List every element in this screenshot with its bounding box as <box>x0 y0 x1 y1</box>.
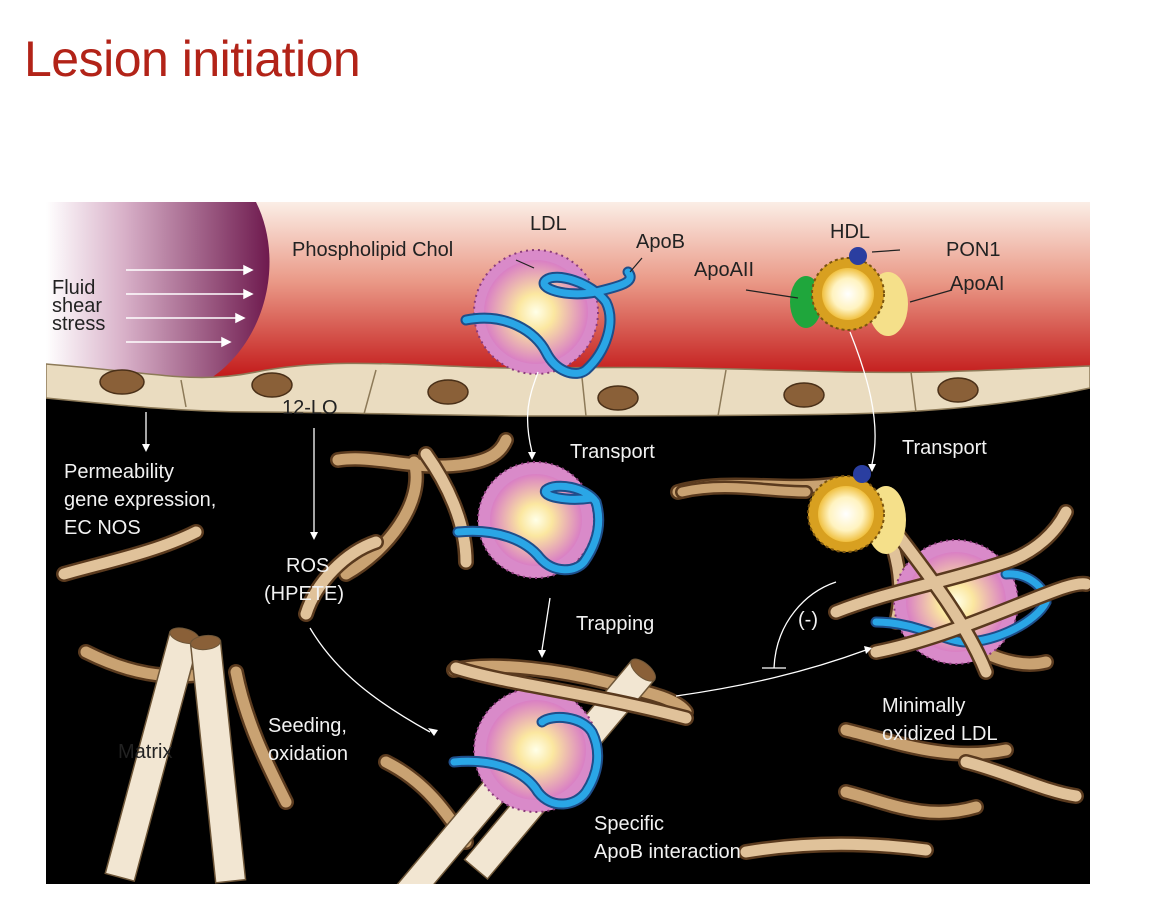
overlying-fibers <box>448 504 1090 726</box>
minimally-line: Minimally <box>882 695 965 717</box>
label-transport-ldl: Transport <box>570 441 655 463</box>
seeding-arrow <box>309 627 431 733</box>
oxidation-arrow <box>675 649 867 697</box>
permeability-line: Permeability <box>64 461 174 483</box>
label-matrix: Matrix <box>118 741 172 763</box>
label-fluid-shear-stress: Fluid shear stress <box>52 277 108 335</box>
label-ros: ROS (HPETE) <box>264 555 344 605</box>
label-pon1: PON1 <box>946 239 1000 261</box>
endothelium-layer <box>46 362 1090 417</box>
ldl-particle-transport <box>452 461 605 579</box>
seeding-line: Seeding, <box>268 715 347 737</box>
nucleus <box>783 382 825 408</box>
label-transport-hdl: Transport <box>902 437 987 459</box>
label-12-lo: 12-LO <box>282 397 338 419</box>
gene-expression-line: gene expression, <box>64 489 216 511</box>
label-apob: ApoB <box>636 231 685 253</box>
apob-interaction-line: ApoB interaction <box>594 841 741 863</box>
hpete-line: (HPETE) <box>264 583 344 605</box>
label-apoai: ApoAI <box>950 273 1004 295</box>
fluid-line: Fluid <box>52 277 95 299</box>
pon1-protein <box>849 247 867 265</box>
label-phospholipid-chol: Phospholipid Chol <box>292 239 453 261</box>
nucleus <box>427 379 469 405</box>
label-minimally-oxidized-ldl: Minimally oxidized LDL <box>882 695 998 745</box>
slide-title: Lesion initiation <box>24 31 361 87</box>
hdl-particle-lumen <box>790 247 908 336</box>
leader-lines <box>515 249 953 303</box>
lesion-initiation-diagram: LDL Phospholipid Chol ApoB HDL PON1 ApoA… <box>46 202 1090 884</box>
endothelial-cell-borders <box>180 367 917 417</box>
nucleus <box>251 372 293 398</box>
stress-line: stress <box>52 313 105 335</box>
label-ldl: LDL <box>530 213 567 235</box>
endothelial-nuclei <box>99 369 979 411</box>
ec-nos-line: EC NOS <box>64 517 141 539</box>
ldl-particle-trapped <box>448 687 604 813</box>
hdl-particle-intima <box>675 465 906 554</box>
shear-line: shear <box>52 295 102 317</box>
label-hdl: HDL <box>830 221 870 243</box>
inhibition-line <box>773 581 837 669</box>
label-specific-apob: Specific ApoB interaction <box>594 813 741 863</box>
flow-arrows <box>145 331 876 733</box>
arrow-heads <box>142 444 876 736</box>
label-permeability: Permeability gene expression, EC NOS <box>64 461 222 539</box>
ros-line: ROS <box>286 555 329 577</box>
nucleus <box>99 369 145 395</box>
shear-arrows <box>126 264 254 348</box>
ldl-particle-lumen <box>460 249 636 379</box>
oxidized-ldl-line: oxidized LDL <box>882 723 998 745</box>
specific-line: Specific <box>594 813 664 835</box>
transport-ldl-arrow <box>526 371 539 453</box>
label-seeding-oxidation: Seeding, oxidation <box>268 715 353 765</box>
label-inhibit: (-) <box>798 609 818 631</box>
label-apoaii: ApoAII <box>694 259 754 281</box>
nucleus <box>597 385 639 411</box>
label-trapping: Trapping <box>576 613 654 635</box>
transport-hdl-arrow <box>849 331 876 465</box>
trapping-arrow <box>541 597 551 651</box>
nucleus <box>937 377 979 403</box>
oxidation-line: oxidation <box>268 743 348 765</box>
